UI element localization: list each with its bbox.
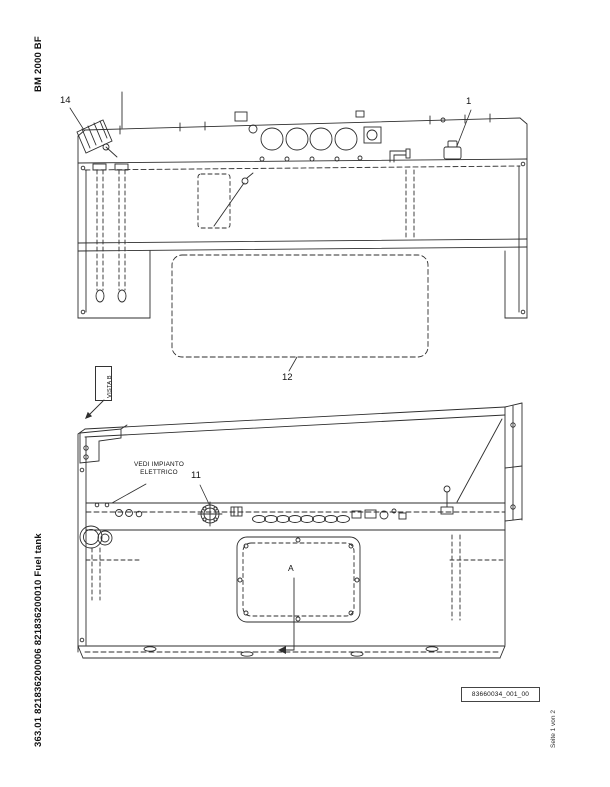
document-number: 83660034_001_00	[471, 691, 530, 698]
vista-b-arrow	[85, 399, 105, 419]
vista-b-label: VISTA B	[107, 375, 113, 398]
page-number-note: Seite 1 von 2	[550, 710, 557, 748]
section-line-a	[278, 577, 295, 654]
mount-bracket	[79, 424, 128, 464]
callout-1: 1	[466, 96, 472, 107]
top-view-drawing	[69, 91, 528, 372]
leader-lines-front-view	[111, 483, 210, 505]
access-panel	[236, 536, 361, 623]
electrical-system-note: VEDI IMPIANTO ELETTRICO	[122, 461, 196, 477]
vista-b-label-box: VISTA B	[95, 366, 113, 401]
bracket-part-14	[76, 119, 118, 158]
electrical-note-line1: VEDI IMPIANTO	[133, 461, 185, 468]
filler-cap-part-1	[443, 140, 462, 160]
level-gauge	[79, 502, 143, 549]
callout-11: 11	[191, 470, 201, 481]
leader-lines-top-view	[69, 107, 472, 372]
callout-14: 14	[60, 95, 71, 106]
callout-12: 12	[282, 372, 293, 383]
sidebar-model-label: BM 2000 BF	[33, 36, 44, 92]
sender-flange-part-11	[197, 501, 223, 527]
fittings-row	[230, 485, 454, 523]
front-view-drawing	[77, 402, 523, 659]
sidebar-section-label: 363.01 821836200006 821836200010 Fuel ta…	[33, 533, 44, 747]
section-label-a: A	[288, 563, 294, 573]
document-number-box: 83660034_001_00	[461, 687, 540, 702]
electrical-note-line2: ELETTRICO	[140, 469, 178, 476]
